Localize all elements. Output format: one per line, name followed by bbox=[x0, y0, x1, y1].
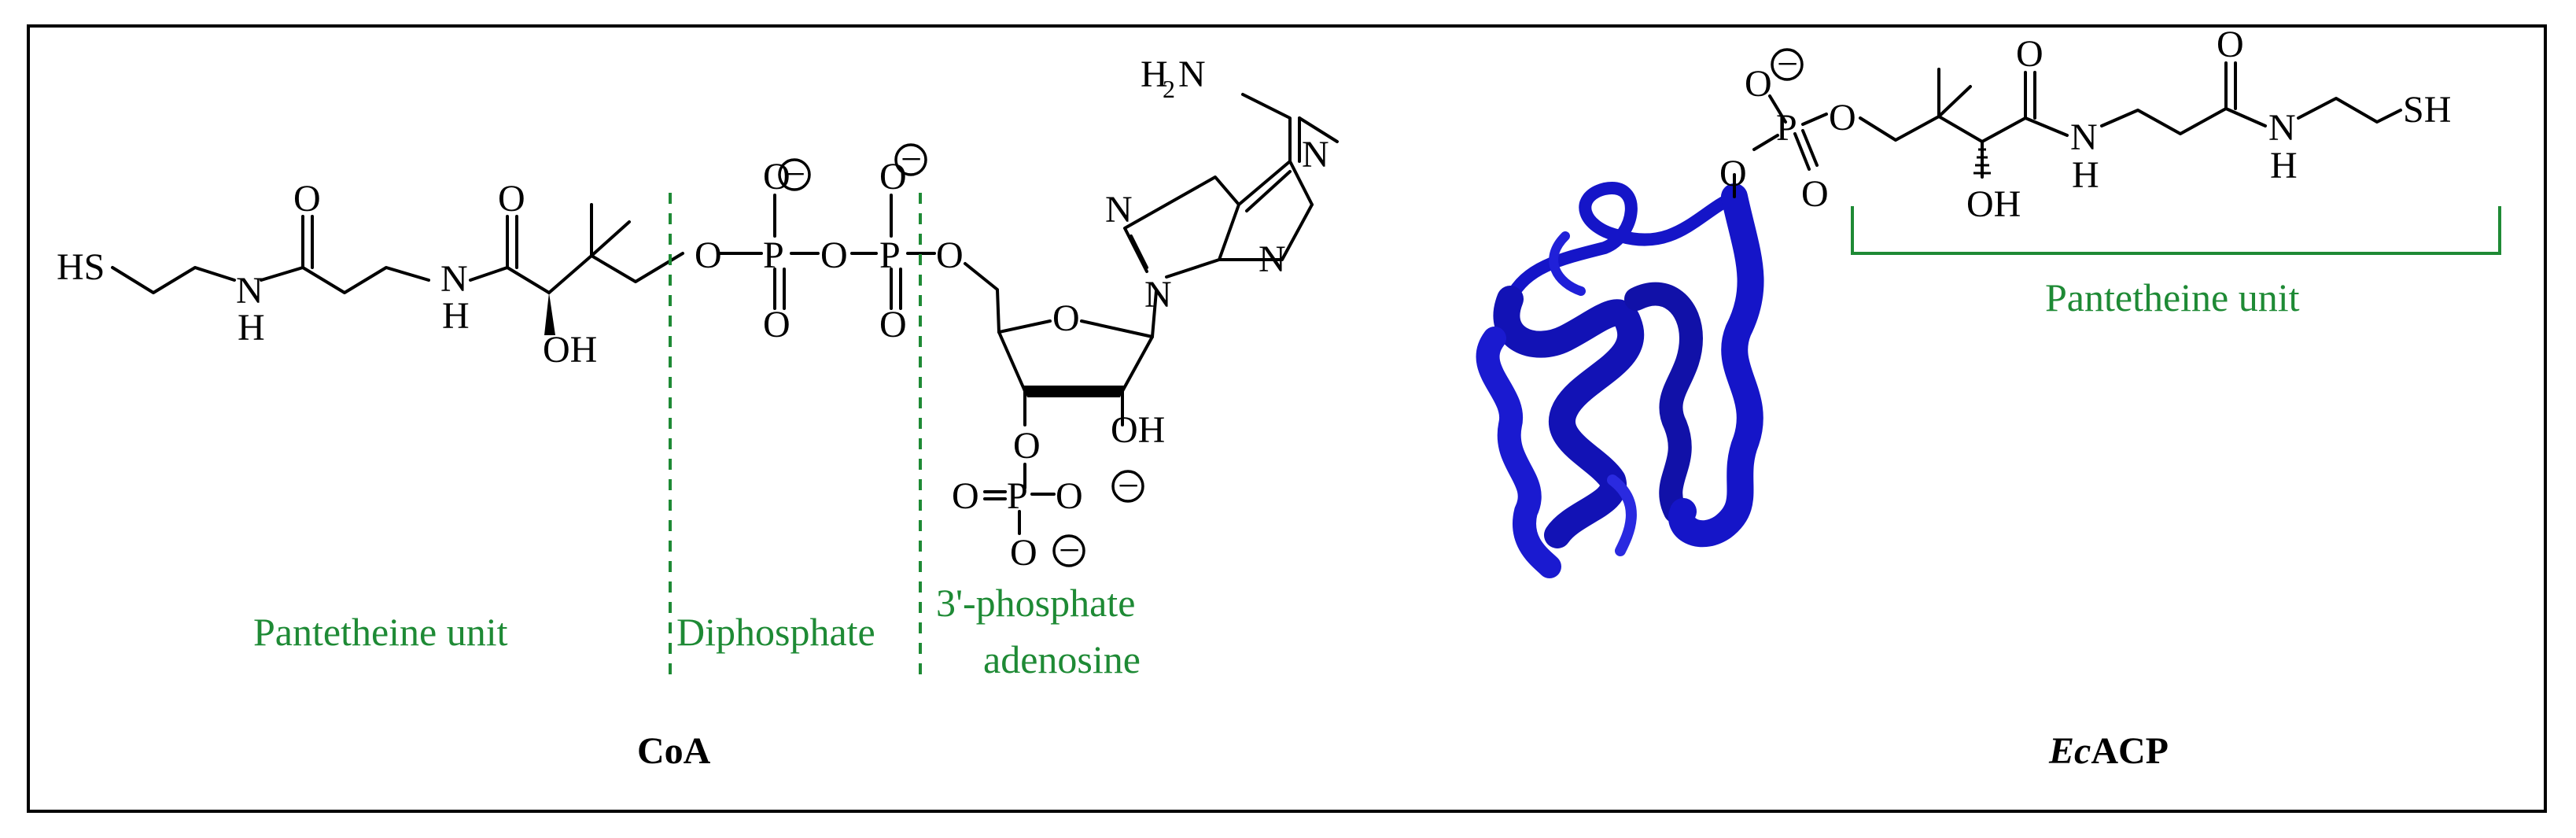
protein-ribbon bbox=[1476, 182, 1764, 578]
coa-carbonyl1-o: O bbox=[293, 178, 321, 220]
coa-ribose-bold-edge bbox=[1023, 386, 1125, 397]
coa-amine-sub: 2 bbox=[1163, 75, 1175, 103]
ecacp-amide1-h: H bbox=[2072, 154, 2099, 196]
ecacp-charges: − bbox=[1771, 43, 1804, 85]
coa-hydroxyl: OH bbox=[543, 329, 597, 371]
coa-thiol-label: HS bbox=[57, 246, 105, 288]
ecacp-amide2-h: H bbox=[2270, 145, 2298, 186]
ecacp-amide2-n: N bbox=[2268, 107, 2296, 149]
coa-phosphorus1: P bbox=[763, 234, 784, 276]
ecacp-atom-labels: O P O O O OH O N H O N H SH bbox=[1719, 24, 2451, 225]
coa-p2-ester-o: O bbox=[936, 234, 964, 276]
svg-text:−: − bbox=[901, 138, 922, 180]
coa-adenine-n9: N bbox=[1144, 274, 1172, 316]
coa-charge-3 bbox=[1111, 470, 1144, 503]
coa-adenine-n3: N bbox=[1259, 238, 1286, 280]
ecacp-stereo-hash bbox=[1973, 148, 1991, 175]
ecacp-ser-o: O bbox=[1719, 153, 1747, 194]
coa-ribose-o: O bbox=[1052, 297, 1080, 339]
ecacp-p-o-top: O bbox=[1745, 63, 1772, 105]
coa-amine-n: N bbox=[1178, 54, 1206, 95]
svg-text:−: − bbox=[1777, 43, 1798, 85]
svg-text:−: − bbox=[784, 153, 805, 195]
ecacp-hydroxyl: OH bbox=[1966, 183, 2021, 225]
ecacp-structure bbox=[1733, 61, 2402, 198]
coa-3p-o-left: O bbox=[952, 475, 979, 517]
figure-frame bbox=[27, 24, 2547, 813]
coa-amide1-h: H bbox=[238, 307, 265, 349]
coa-caption: CoA bbox=[637, 730, 711, 772]
ecacp-ester-o: O bbox=[1829, 97, 1856, 138]
coa-p2-o-bottom: O bbox=[879, 304, 907, 345]
coa-2prime-oh: OH bbox=[1111, 409, 1165, 451]
ecacp-caption: EcACP bbox=[2048, 730, 2169, 772]
coa-atom-labels: HS N H O N H O OH O P O O O P O O O O O … bbox=[57, 54, 1329, 574]
coa-adenine-n7: N bbox=[1105, 189, 1133, 231]
coa-label-diphosphate: Diphosphate bbox=[676, 610, 875, 654]
coa-p1-o-bottom: O bbox=[763, 304, 790, 345]
coa-amide2-n: N bbox=[440, 258, 468, 300]
coa-3p-phosphorus: P bbox=[1007, 475, 1028, 517]
ecacp-phosphorus: P bbox=[1776, 107, 1797, 149]
coa-amide1-n: N bbox=[236, 270, 263, 312]
coa-3p-o-right: O bbox=[1056, 475, 1083, 517]
svg-text:−: − bbox=[1059, 530, 1080, 571]
coa-label-adenosine: adenosine bbox=[983, 637, 1141, 681]
svg-text:−: − bbox=[1118, 465, 1139, 507]
coa-amine-h: H bbox=[1141, 54, 1168, 95]
coa-label-3phosphate: 3'-phosphate bbox=[936, 581, 1135, 625]
ecacp-label-pantetheine: Pantetheine unit bbox=[2045, 275, 2300, 319]
coa-charge-4 bbox=[1052, 534, 1085, 567]
coa-phosphorus2: P bbox=[879, 234, 901, 276]
coa-3prime-o: O bbox=[1013, 425, 1041, 467]
ecacp-p-o-bottom: O bbox=[1801, 173, 1829, 215]
coa-bridge-o: O bbox=[820, 234, 848, 276]
coa-stereo-wedge bbox=[544, 293, 555, 335]
coa-carbonyl2-o: O bbox=[498, 178, 525, 220]
ecacp-amide1-n: N bbox=[2070, 116, 2098, 158]
coa-3p-o-bottom: O bbox=[1010, 532, 1037, 574]
ecacp-carbonyl1-o: O bbox=[2016, 33, 2043, 75]
coa-adenine-n1: N bbox=[1302, 134, 1329, 175]
coa-label-pantetheine: Pantetheine unit bbox=[253, 610, 508, 654]
coa-amide2-h: H bbox=[442, 295, 470, 337]
ecacp-charge bbox=[1771, 48, 1804, 81]
ecacp-pantetheine-bracket bbox=[1851, 206, 2501, 255]
coa-ester-o: O bbox=[695, 234, 722, 276]
ecacp-thiol: SH bbox=[2403, 89, 2451, 131]
coa-p2-o-top: O bbox=[879, 156, 907, 198]
coa-charges: − − − − bbox=[778, 138, 1144, 571]
coa-charge-1 bbox=[778, 158, 811, 191]
ecacp-carbonyl2-o: O bbox=[2217, 24, 2244, 65]
coa-structure bbox=[111, 93, 1339, 535]
coa-charge-2 bbox=[894, 143, 927, 176]
